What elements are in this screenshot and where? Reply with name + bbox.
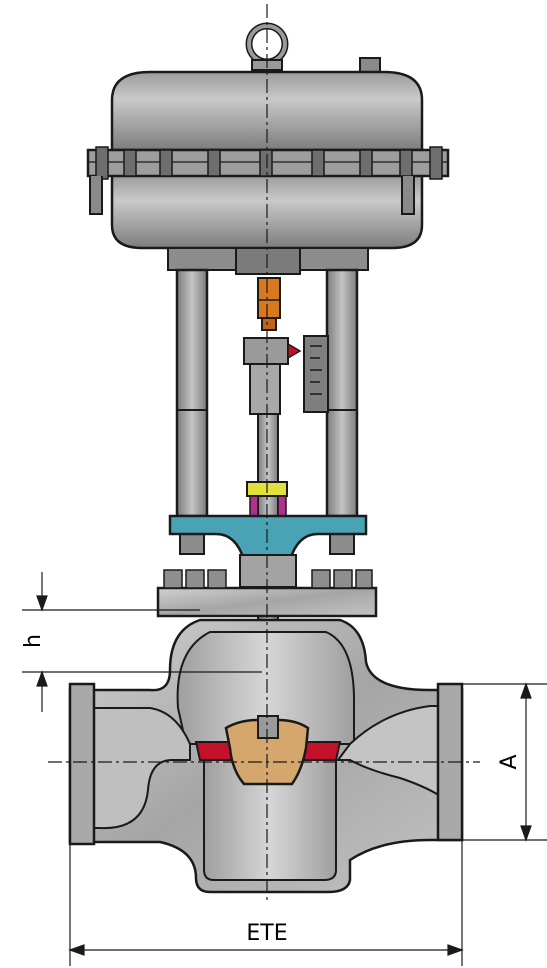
dimension-a: [462, 682, 547, 842]
inlet-end: [68, 682, 96, 846]
valve-plug: [224, 718, 310, 786]
dimension-a-label: A: [497, 754, 522, 769]
dimension-h: [22, 572, 262, 712]
travel-indicator: [243, 335, 329, 415]
bonnet-bolts: [163, 569, 373, 589]
vent-plug: [359, 57, 381, 73]
dimension-h-label: h: [21, 634, 46, 648]
travel-scale: [303, 335, 329, 413]
stem-coupling: [257, 277, 281, 331]
dimension-ete-label: ETE: [246, 921, 287, 946]
dimension-ete: [68, 840, 464, 966]
diaphragm-actuator: [86, 70, 450, 250]
center-lines: [48, 4, 480, 900]
